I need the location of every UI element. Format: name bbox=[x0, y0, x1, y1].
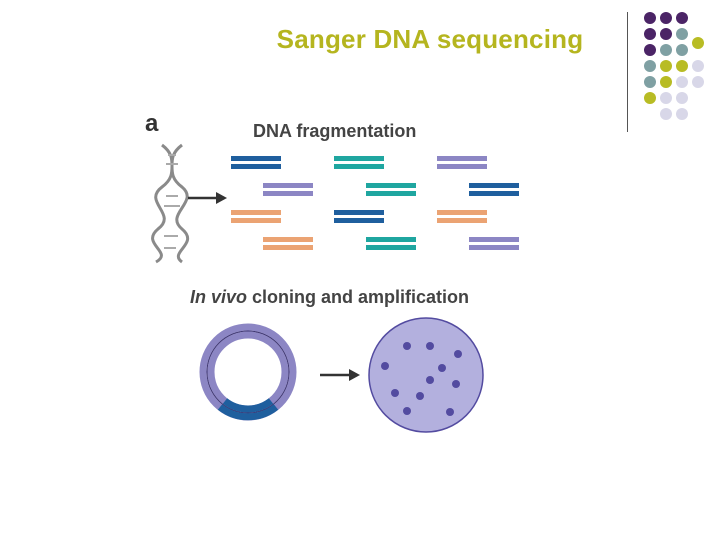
dot bbox=[676, 28, 688, 40]
dot bbox=[676, 12, 688, 24]
fragment-teal bbox=[334, 156, 384, 169]
dot bbox=[644, 28, 656, 40]
colony-dot bbox=[381, 362, 389, 370]
dot bbox=[676, 92, 688, 104]
dot bbox=[644, 12, 656, 24]
arrow-right-icon bbox=[188, 192, 227, 204]
dot bbox=[660, 12, 672, 24]
slide-title: Sanger DNA sequencing bbox=[276, 24, 584, 54]
dot bbox=[644, 44, 656, 56]
dot bbox=[692, 76, 704, 88]
dot bbox=[644, 92, 656, 104]
colony-dot bbox=[403, 407, 411, 415]
colony-dot bbox=[403, 342, 411, 350]
fragment-purple bbox=[437, 156, 487, 169]
dot bbox=[660, 92, 672, 104]
fragment-teal bbox=[366, 183, 416, 196]
colony-plate-icon bbox=[368, 317, 484, 433]
plasmid-icon bbox=[199, 323, 297, 421]
decorative-dot-grid bbox=[644, 12, 704, 120]
dot bbox=[692, 37, 704, 49]
step-title-cloning: In vivo cloning and amplification bbox=[190, 287, 469, 308]
colony-dot bbox=[426, 376, 434, 384]
divider-line bbox=[627, 12, 628, 132]
fragment-teal bbox=[366, 237, 416, 250]
dot bbox=[644, 60, 656, 72]
colony-dot bbox=[438, 364, 446, 372]
insert-segment bbox=[217, 404, 279, 421]
dot bbox=[660, 108, 672, 120]
dot bbox=[676, 76, 688, 88]
fragment-purple bbox=[469, 237, 519, 250]
colony-dot bbox=[391, 389, 399, 397]
dot bbox=[644, 76, 656, 88]
colony-dot bbox=[416, 392, 424, 400]
fragment-orange bbox=[263, 237, 313, 250]
dot bbox=[660, 76, 672, 88]
fragment-purple bbox=[263, 183, 313, 196]
dot bbox=[660, 60, 672, 72]
panel-label: a bbox=[145, 110, 159, 137]
fragment-blue bbox=[231, 156, 281, 169]
dot bbox=[676, 108, 688, 120]
step-title-rest: cloning and amplification bbox=[247, 287, 470, 307]
dot bbox=[676, 60, 688, 72]
colony-dot bbox=[426, 342, 434, 350]
dot bbox=[676, 44, 688, 56]
fragment-blue bbox=[469, 183, 519, 196]
colony-dot bbox=[446, 408, 454, 416]
arrow-right-icon bbox=[320, 369, 360, 381]
dna-fragments bbox=[231, 156, 519, 250]
step-title-italic: In vivo bbox=[190, 287, 248, 307]
step-title-fragmentation: DNA fragmentation bbox=[253, 121, 417, 141]
fragment-orange bbox=[231, 210, 281, 223]
dot bbox=[660, 28, 672, 40]
colony-dot bbox=[452, 380, 460, 388]
dot bbox=[692, 60, 704, 72]
fragment-orange bbox=[437, 210, 487, 223]
fragment-blue bbox=[334, 210, 384, 223]
dot bbox=[660, 44, 672, 56]
colony-dot bbox=[454, 350, 462, 358]
dna-helix-icon bbox=[151, 143, 190, 264]
